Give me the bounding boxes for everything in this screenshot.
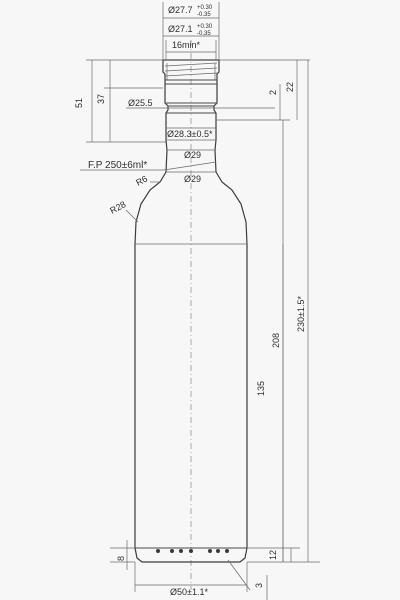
neck-dia-inner-label: Ø27.1 [168, 24, 193, 34]
shoulder-dia-a-label: Ø29 [184, 150, 201, 160]
height-22-label: 22 [285, 82, 295, 92]
shoulder-dia-b-label: Ø29 [184, 174, 201, 184]
thread-min-label: 16min* [172, 40, 201, 50]
height-3-label: 3 [254, 583, 264, 588]
neck-dia-inner-tol-minus: -0.35 [197, 31, 211, 37]
height-51-label: 51 [74, 98, 84, 108]
base-dia-label: Ø50±1.1* [170, 587, 208, 597]
height-total-label: 230±1.5* [296, 296, 306, 332]
fill-point-leader [80, 161, 217, 171]
height-135-label: 135 [256, 381, 266, 396]
bottom-dims [110, 540, 268, 600]
height-208-label: 208 [271, 333, 281, 348]
neck-dia-inner-tol-plus: +0.30 [197, 24, 213, 30]
fill-point-label: F.P 250±6ml* [88, 160, 147, 171]
radius-r6-label: R6 [134, 174, 149, 188]
top-diameter-dims [162, 2, 220, 60]
right-height-dims [216, 59, 320, 563]
height-12-label: 12 [268, 550, 278, 560]
height-2-label: 2 [268, 90, 278, 95]
neck-dia-outer-tol-plus: +0.30 [197, 5, 213, 11]
height-8-label: 8 [116, 556, 126, 561]
left-height-dims [86, 59, 166, 143]
base-knurl-dots [156, 549, 229, 553]
collar-dia-label: Ø25.5 [128, 98, 153, 108]
neck-dia-283-label: Ø28.3±0.5* [167, 129, 213, 139]
neck-dia-outer-tol-minus: -0.35 [197, 12, 211, 18]
r28-leader [125, 209, 139, 223]
neck-dia-outer-label: Ø27.7 [168, 5, 193, 15]
bottle-outline [134, 59, 248, 563]
height-37-label: 37 [96, 94, 106, 104]
